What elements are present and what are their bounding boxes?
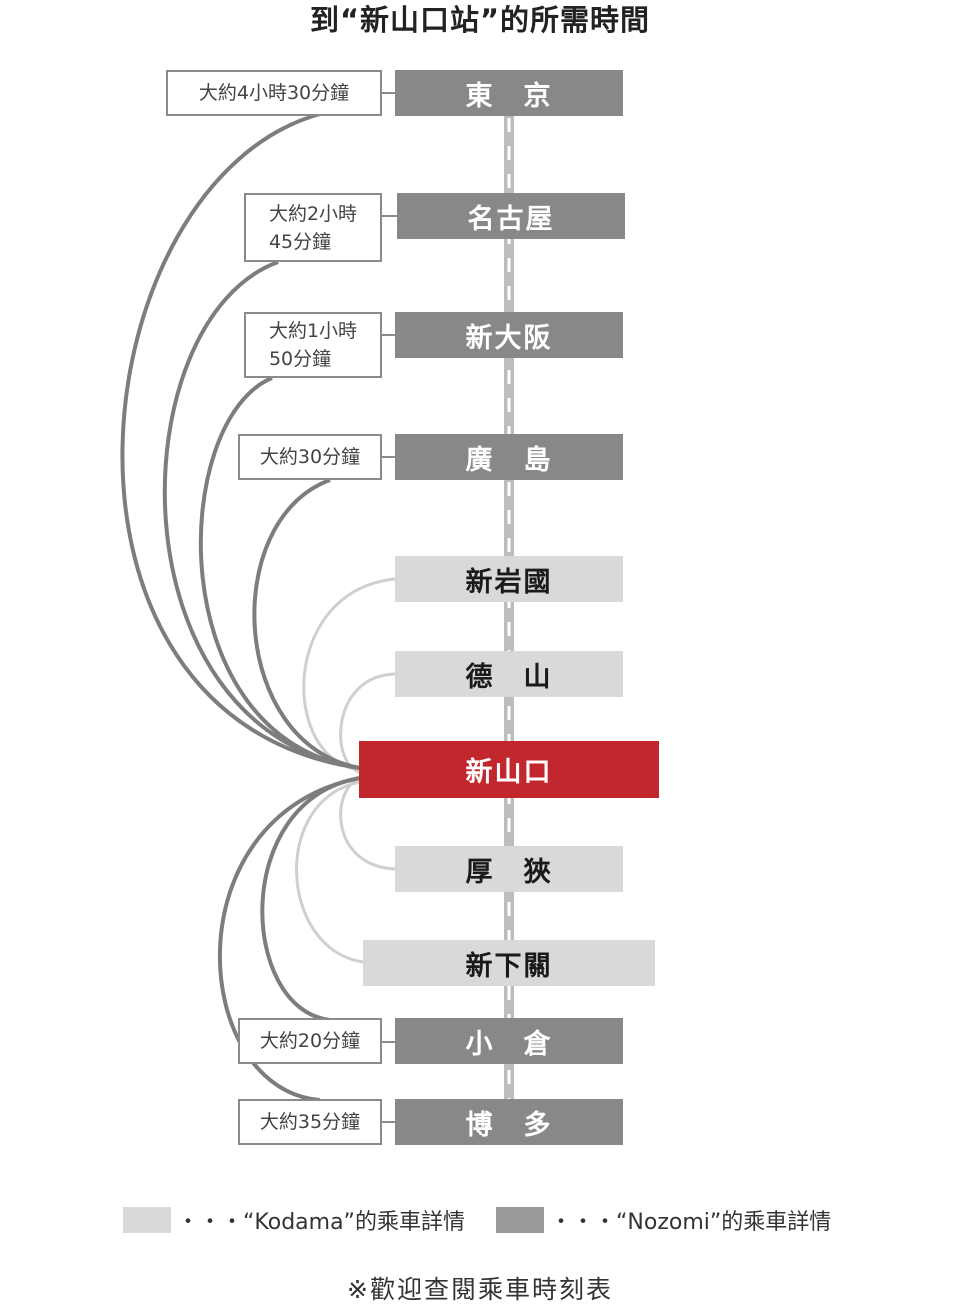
station-shin-shimonoseki[interactable]: 新下關 bbox=[363, 940, 655, 986]
station-shin-iwakuni[interactable]: 新岩國 bbox=[395, 556, 623, 602]
time-box-nagoya: 大約2小時 45分鐘 bbox=[244, 193, 382, 262]
timetable-note[interactable]: ※歡迎查閱乘車時刻表 bbox=[347, 1275, 613, 1304]
station-shin-yamaguchi[interactable]: 新山口 bbox=[359, 741, 659, 798]
kodama-swatch bbox=[123, 1207, 171, 1233]
station-tokuyama[interactable]: 德 山 bbox=[395, 651, 623, 697]
station-hiroshima[interactable]: 廣 島 bbox=[395, 434, 623, 480]
legend-nozomi[interactable]: ・・・“Nozomi”的乘車詳情 bbox=[496, 1205, 831, 1235]
station-kokura[interactable]: 小 倉 bbox=[395, 1018, 623, 1064]
time-connectors bbox=[381, 92, 397, 1123]
arc-kokura bbox=[260, 776, 361, 1022]
arc-shin-osaka bbox=[198, 376, 361, 770]
arc-tokyo bbox=[120, 112, 361, 770]
time-box-tokyo: 大約4小時30分鐘 bbox=[166, 70, 382, 116]
station-hakata[interactable]: 博 多 bbox=[395, 1099, 623, 1145]
arc-hiroshima bbox=[252, 478, 361, 770]
legend-kodama-label[interactable]: ・・・“Kodama”的乘車詳情 bbox=[177, 1210, 465, 1235]
arc-nagoya bbox=[162, 260, 361, 770]
nozomi-arcs bbox=[120, 112, 361, 1102]
arc-hakata bbox=[217, 776, 361, 1102]
legend-nozomi-label[interactable]: ・・・“Nozomi”的乘車詳情 bbox=[550, 1210, 832, 1235]
legend-kodama[interactable]: ・・・“Kodama”的乘車詳情 bbox=[123, 1205, 465, 1235]
station-tokyo[interactable]: 東 京 bbox=[395, 70, 623, 116]
arc-shin-shimonoseki bbox=[295, 780, 364, 964]
page-title: 到“新山口站”的所需時間 bbox=[309, 3, 651, 37]
time-box-hakata: 大約35分鐘 bbox=[238, 1099, 382, 1145]
time-box-shin-osaka: 大約1小時 50分鐘 bbox=[244, 312, 382, 378]
station-shin-osaka[interactable]: 新大阪 bbox=[395, 312, 623, 358]
time-box-kokura: 大約20分鐘 bbox=[238, 1018, 382, 1064]
station-nagoya[interactable]: 名古屋 bbox=[397, 193, 625, 239]
nozomi-swatch bbox=[496, 1207, 544, 1233]
station-asa[interactable]: 厚 狹 bbox=[395, 846, 623, 892]
time-box-hiroshima: 大約30分鐘 bbox=[238, 434, 382, 480]
